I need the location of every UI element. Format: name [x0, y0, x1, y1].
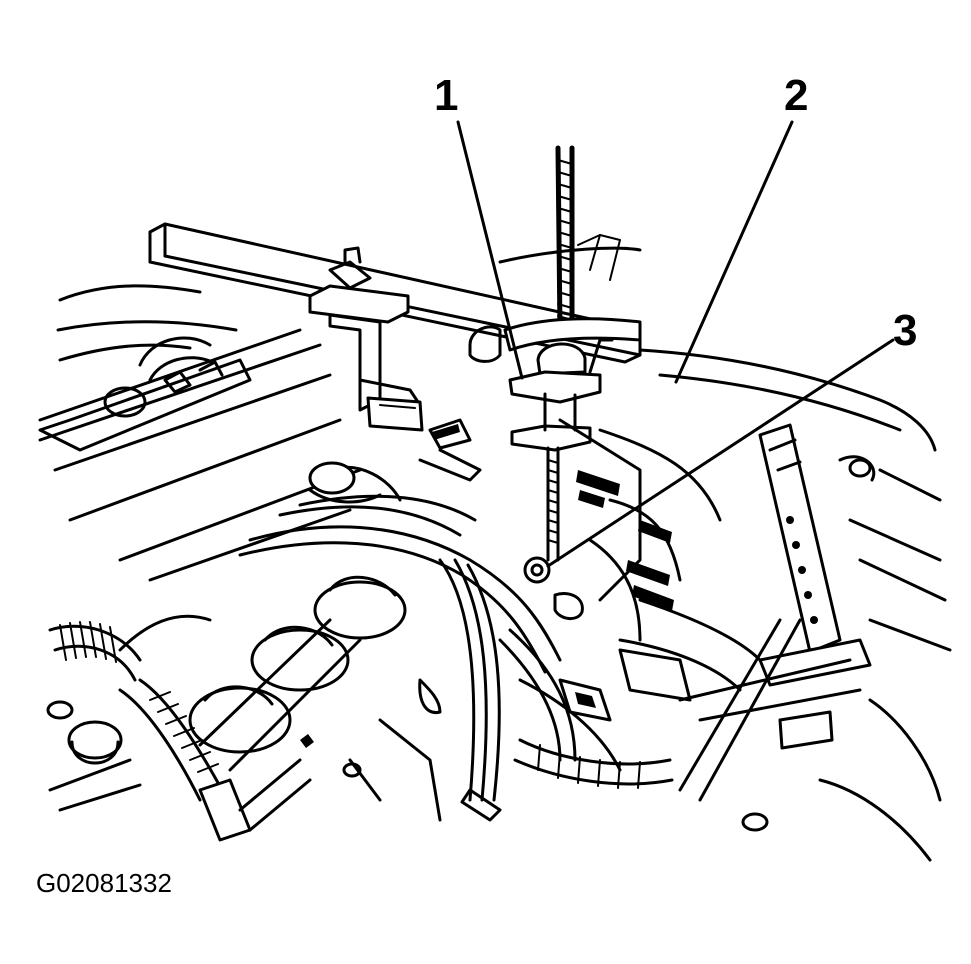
lower-engine-details: [342, 648, 692, 822]
figure-id: G02081332: [36, 868, 172, 898]
leader-line-1: [456, 120, 524, 380]
left-hoses: [46, 614, 314, 842]
wiring-harness: [238, 418, 577, 822]
callout-3: 3: [893, 306, 918, 355]
engine-intake: [188, 418, 722, 772]
left-strut-tower: [38, 336, 252, 452]
engine-bay-background: [38, 234, 952, 862]
leader-line-2: [674, 120, 794, 384]
callout-2: 2: [784, 71, 809, 120]
leader-line-3: [546, 338, 895, 568]
callout-1: 1: [434, 71, 459, 120]
leader-lines: [456, 120, 895, 568]
fixture-hook-assembly: [503, 145, 642, 620]
right-support-bracket: [618, 423, 876, 832]
left-bracket: [308, 246, 424, 432]
